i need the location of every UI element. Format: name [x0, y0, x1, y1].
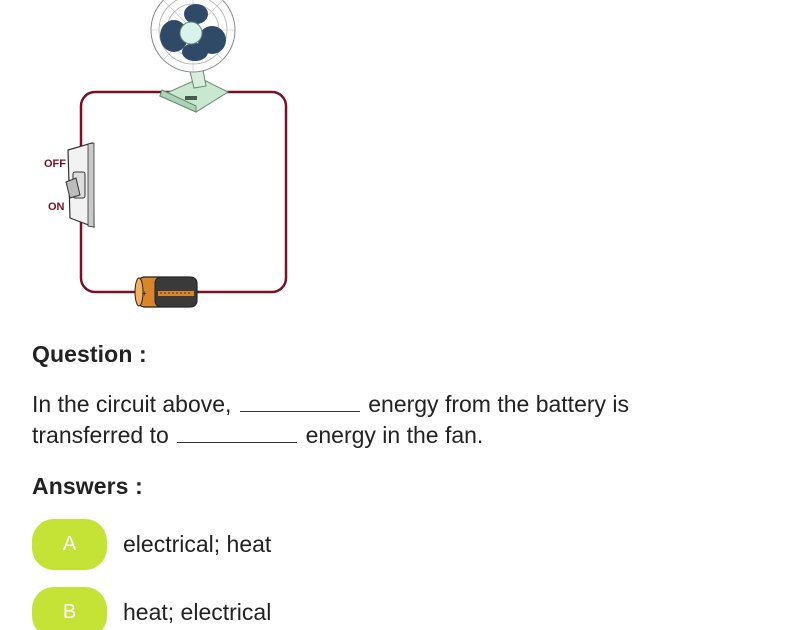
- battery-icon: +: [134, 276, 198, 308]
- question-text-part: energy in the fan.: [299, 422, 484, 448]
- switch-on-label: ON: [48, 201, 65, 213]
- question-text-part: energy from the battery is transferred t…: [32, 391, 630, 448]
- fan-icon: [150, 0, 236, 113]
- switch-off-label: OFF: [44, 158, 66, 170]
- answer-b-text[interactable]: heat; electrical: [123, 598, 272, 625]
- answers-heading: Answers :: [32, 473, 143, 499]
- answer-blank: [177, 424, 298, 443]
- answer-b-button[interactable]: B: [32, 586, 107, 630]
- answer-option-a[interactable]: A electrical; heat: [32, 518, 271, 570]
- question-text: In the circuit above, energy from the ba…: [32, 389, 712, 451]
- answer-a-text[interactable]: electrical; heat: [123, 530, 272, 557]
- question-heading: Question :: [32, 341, 147, 367]
- answer-option-b[interactable]: B heat; electrical: [32, 586, 271, 630]
- switch-icon: [65, 142, 95, 228]
- answer-a-button[interactable]: A: [32, 518, 107, 570]
- circuit-wire: [79, 90, 288, 294]
- answer-blank: [239, 393, 360, 412]
- circuit-diagram: OFF ON +: [44, 0, 288, 308]
- svg-text:+: +: [142, 289, 147, 298]
- question-text-part: In the circuit above,: [32, 391, 238, 417]
